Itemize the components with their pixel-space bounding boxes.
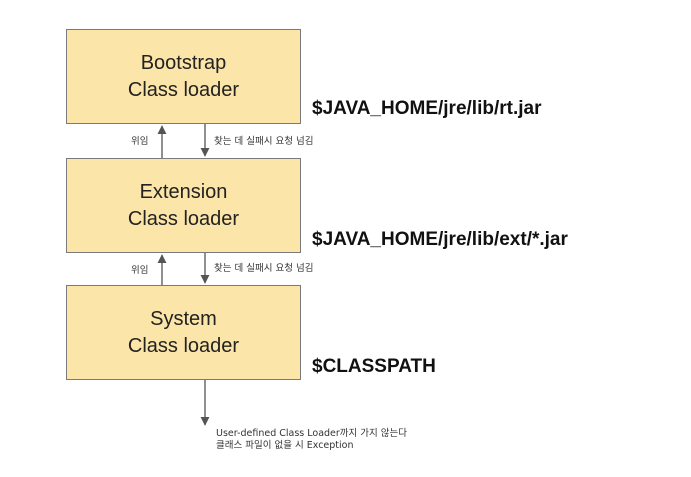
extension-path-label: $JAVA_HOME/jre/lib/ext/*.jar [312, 229, 568, 250]
bottom-note-line-1: User-defined Class Loader까지 가지 않는다 [216, 428, 408, 439]
delegate-label-system-to-extension: 위임 [131, 265, 149, 276]
delegate-label-extension-to-bootstrap: 위임 [131, 136, 149, 147]
bootstrap-loader-subtitle: Class loader [127, 78, 240, 101]
system-path-label: $CLASSPATH [312, 356, 436, 377]
extension-loader-name: Extension [139, 180, 228, 203]
fallback-label-bootstrap-to-extension: 찾는 데 실패시 요청 넘김 [214, 136, 314, 147]
system-loader-subtitle: Class loader [127, 334, 240, 357]
extension-loader-subtitle: Class loader [127, 207, 240, 230]
extension-class-loader-box: Extension Class loader [66, 158, 301, 253]
bootstrap-class-loader-box: Bootstrap Class loader [66, 29, 301, 124]
bottom-note: User-defined Class Loader까지 가지 않는다 클래스 파… [216, 428, 407, 452]
system-loader-name: System [150, 307, 217, 330]
bootstrap-path-label: $JAVA_HOME/jre/lib/rt.jar [312, 98, 542, 119]
bottom-note-line-2: 클래스 파일이 없을 시 Exception [216, 440, 354, 451]
bootstrap-loader-name: Bootstrap [140, 51, 227, 74]
system-class-loader-box: System Class loader [66, 285, 301, 380]
fallback-label-extension-to-system: 찾는 데 실패시 요청 넘김 [214, 263, 314, 274]
